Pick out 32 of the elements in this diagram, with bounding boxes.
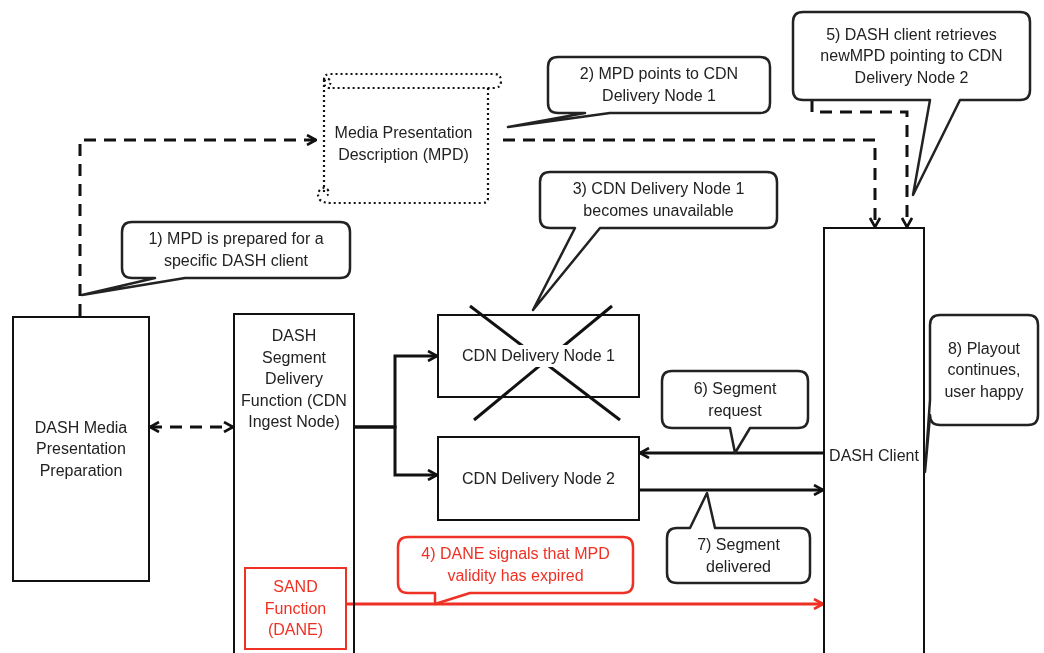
arrow (638, 446, 823, 460)
callout-bubble (660, 369, 810, 455)
box-label: Media Presentation Description (MPD) (333, 122, 474, 165)
callout-bubble (531, 170, 779, 312)
process-box (437, 314, 640, 398)
callout-text: 5) DASH client retrieves newMPD pointing to CDN Delivery Node 2 (819, 24, 1004, 88)
callout-bubble (665, 491, 812, 585)
arrow (347, 597, 825, 611)
callout-bubble (923, 313, 1040, 474)
function-box (244, 567, 347, 650)
callout-text: 6) Segment request (692, 378, 778, 421)
callout-bubble (396, 535, 635, 606)
callout-bubble (506, 55, 772, 129)
arrow (810, 100, 914, 229)
arrow (503, 138, 882, 229)
callout-text: 1) MPD is prepared for a specific DASH client (147, 229, 325, 271)
arrow (78, 133, 318, 316)
process-box (823, 227, 925, 653)
callout-bubble (791, 10, 1032, 197)
callout-text: 3) CDN Delivery Node 1 becomes unavailable (571, 179, 746, 221)
box-label: CDN Delivery Node 1 (462, 345, 615, 367)
callout-bubble (80, 220, 352, 297)
callout-text: 4) DANE signals that MPD validity has expired (420, 544, 611, 586)
arrow (148, 420, 235, 434)
process-box (233, 313, 355, 653)
process-box (437, 436, 640, 521)
callout-text: 7) Segment delivered (696, 534, 781, 577)
callout-text: 2) MPD points to CDN Delivery Node 1 (578, 64, 740, 106)
arrow (355, 425, 439, 482)
arrow (640, 483, 825, 497)
callout-text: 8) Playout continues, user happy (943, 338, 1025, 402)
process-box (12, 316, 150, 582)
